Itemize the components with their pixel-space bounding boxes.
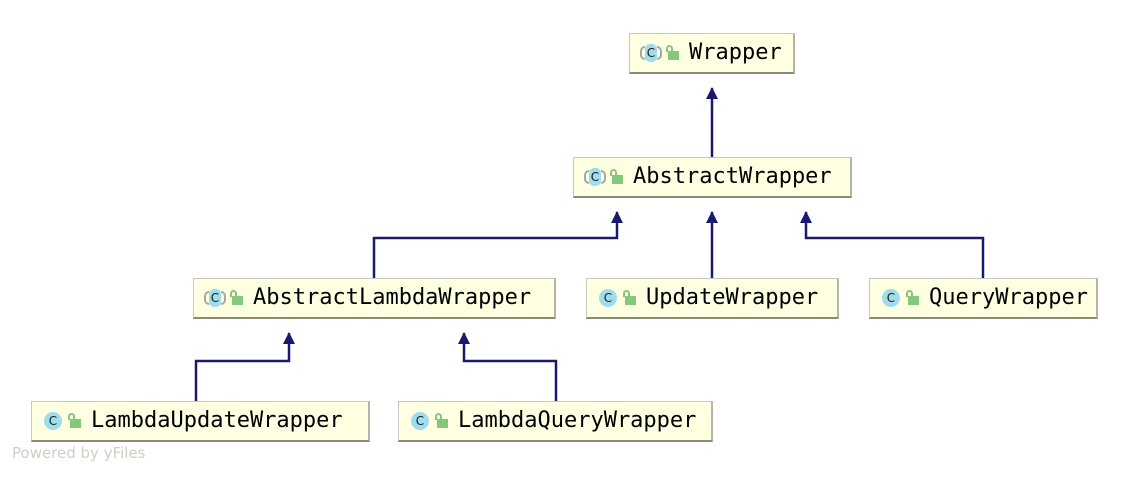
abstract-class-icon: C bbox=[584, 167, 606, 187]
class-node-querywrapper[interactable]: C QueryWrapper bbox=[869, 278, 1098, 319]
class-node-lambdaquerywrapper[interactable]: C LambdaQueryWrapper bbox=[398, 401, 713, 442]
class-node-abstractlambdawrapper[interactable]: C AbstractLambdaWrapper bbox=[193, 278, 556, 319]
open-padlock-icon bbox=[905, 289, 921, 307]
class-name-label: QueryWrapper bbox=[929, 285, 1088, 310]
class-node-wrapper[interactable]: C Wrapper bbox=[629, 33, 795, 74]
open-padlock-icon bbox=[622, 289, 638, 307]
yfiles-watermark: Powered by yFiles bbox=[12, 444, 146, 462]
class-icon: C bbox=[42, 411, 64, 431]
class-name-label: AbstractWrapper bbox=[633, 164, 832, 189]
edge-abstractlambdawrapper-to-abstractwrapper bbox=[372, 211, 623, 278]
class-icon: C bbox=[409, 411, 431, 431]
open-padlock-icon bbox=[434, 412, 450, 430]
open-padlock-icon bbox=[67, 412, 83, 430]
class-node-updatewrapper[interactable]: C UpdateWrapper bbox=[586, 278, 839, 319]
class-node-lambdaupdatewrapper[interactable]: C LambdaUpdateWrapper bbox=[31, 401, 370, 442]
class-name-label: Wrapper bbox=[689, 40, 782, 65]
class-node-abstractwrapper[interactable]: C AbstractWrapper bbox=[573, 157, 852, 198]
class-name-label: UpdateWrapper bbox=[646, 285, 819, 310]
edge-querywrapper-to-abstractwrapper bbox=[800, 211, 985, 278]
abstract-class-icon: C bbox=[640, 43, 662, 63]
class-name-label: LambdaUpdateWrapper bbox=[91, 408, 343, 433]
open-padlock-icon bbox=[665, 44, 681, 62]
class-name-label: LambdaQueryWrapper bbox=[458, 408, 697, 433]
edge-lambdaquerywrapper-to-abstractlambdawrapper bbox=[458, 332, 558, 401]
class-icon: C bbox=[880, 288, 902, 308]
class-name-label: AbstractLambdaWrapper bbox=[253, 285, 532, 310]
open-padlock-icon bbox=[229, 289, 245, 307]
abstract-class-icon: C bbox=[204, 288, 226, 308]
open-padlock-icon bbox=[609, 168, 625, 186]
class-icon: C bbox=[597, 288, 619, 308]
edge-lambdaupdatewrapper-to-abstractlambdawrapper bbox=[194, 332, 295, 401]
